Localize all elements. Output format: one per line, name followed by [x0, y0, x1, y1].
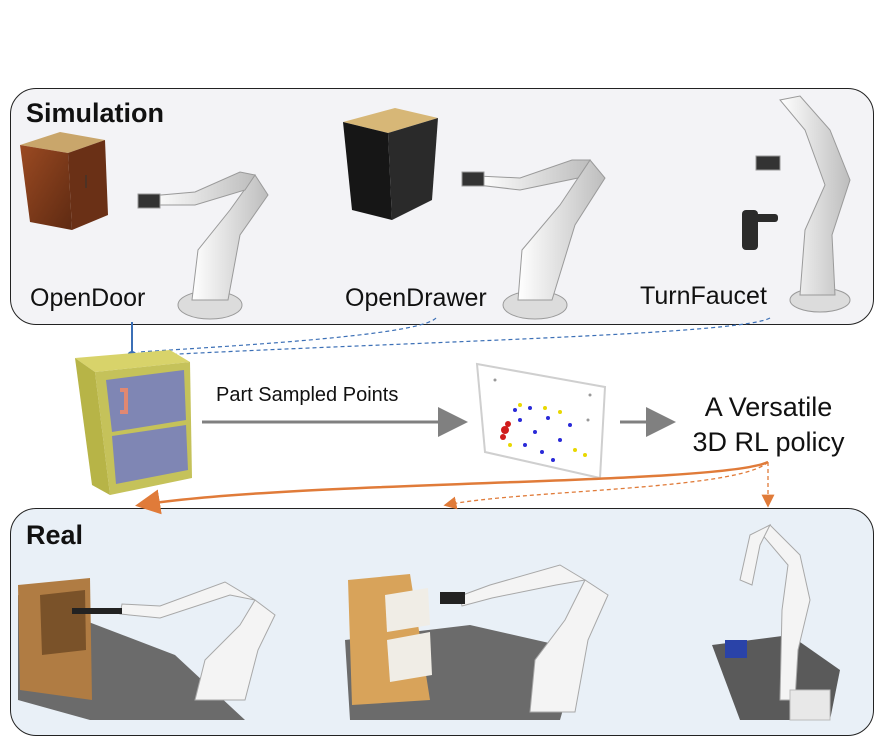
- point-cloud: [475, 362, 607, 480]
- task-label-opendoor: OpenDoor: [30, 284, 146, 312]
- real-connector-2: [443, 461, 769, 510]
- simulation-title: Simulation: [26, 98, 165, 128]
- opendrawer-connector: [137, 317, 437, 353]
- part-sampled-points-label: Part Sampled Points: [216, 384, 399, 406]
- real-title: Real: [26, 520, 84, 550]
- middle-cabinet: [75, 350, 192, 495]
- real-scene-2: [345, 564, 609, 720]
- real-connector-1: [135, 460, 769, 515]
- sim-faucet: [742, 210, 778, 250]
- policy-label-line1: A Versatile: [704, 392, 833, 422]
- turnfaucet-connector: [139, 317, 771, 357]
- policy-label-line2: 3D RL policy: [692, 427, 845, 457]
- sim-drawer-cabinet: [343, 108, 438, 220]
- task-label-turnfaucet: TurnFaucet: [640, 282, 767, 310]
- sim-robot-arm-2: [461, 159, 606, 320]
- task-label-opendrawer: OpenDrawer: [345, 284, 487, 312]
- sim-door-cabinet: [20, 132, 108, 230]
- sim-to-cabinet-connectors: [127, 317, 771, 361]
- real-scene-1: [18, 578, 276, 720]
- policy-to-real-connectors: [135, 460, 775, 515]
- policy-label: A Versatile 3D RL policy: [676, 390, 861, 460]
- real-scene-3: [712, 523, 840, 721]
- drawer-handle: [120, 388, 128, 414]
- sim-robot-arm-3: [755, 95, 851, 313]
- sim-robot-arm-1: [137, 171, 269, 320]
